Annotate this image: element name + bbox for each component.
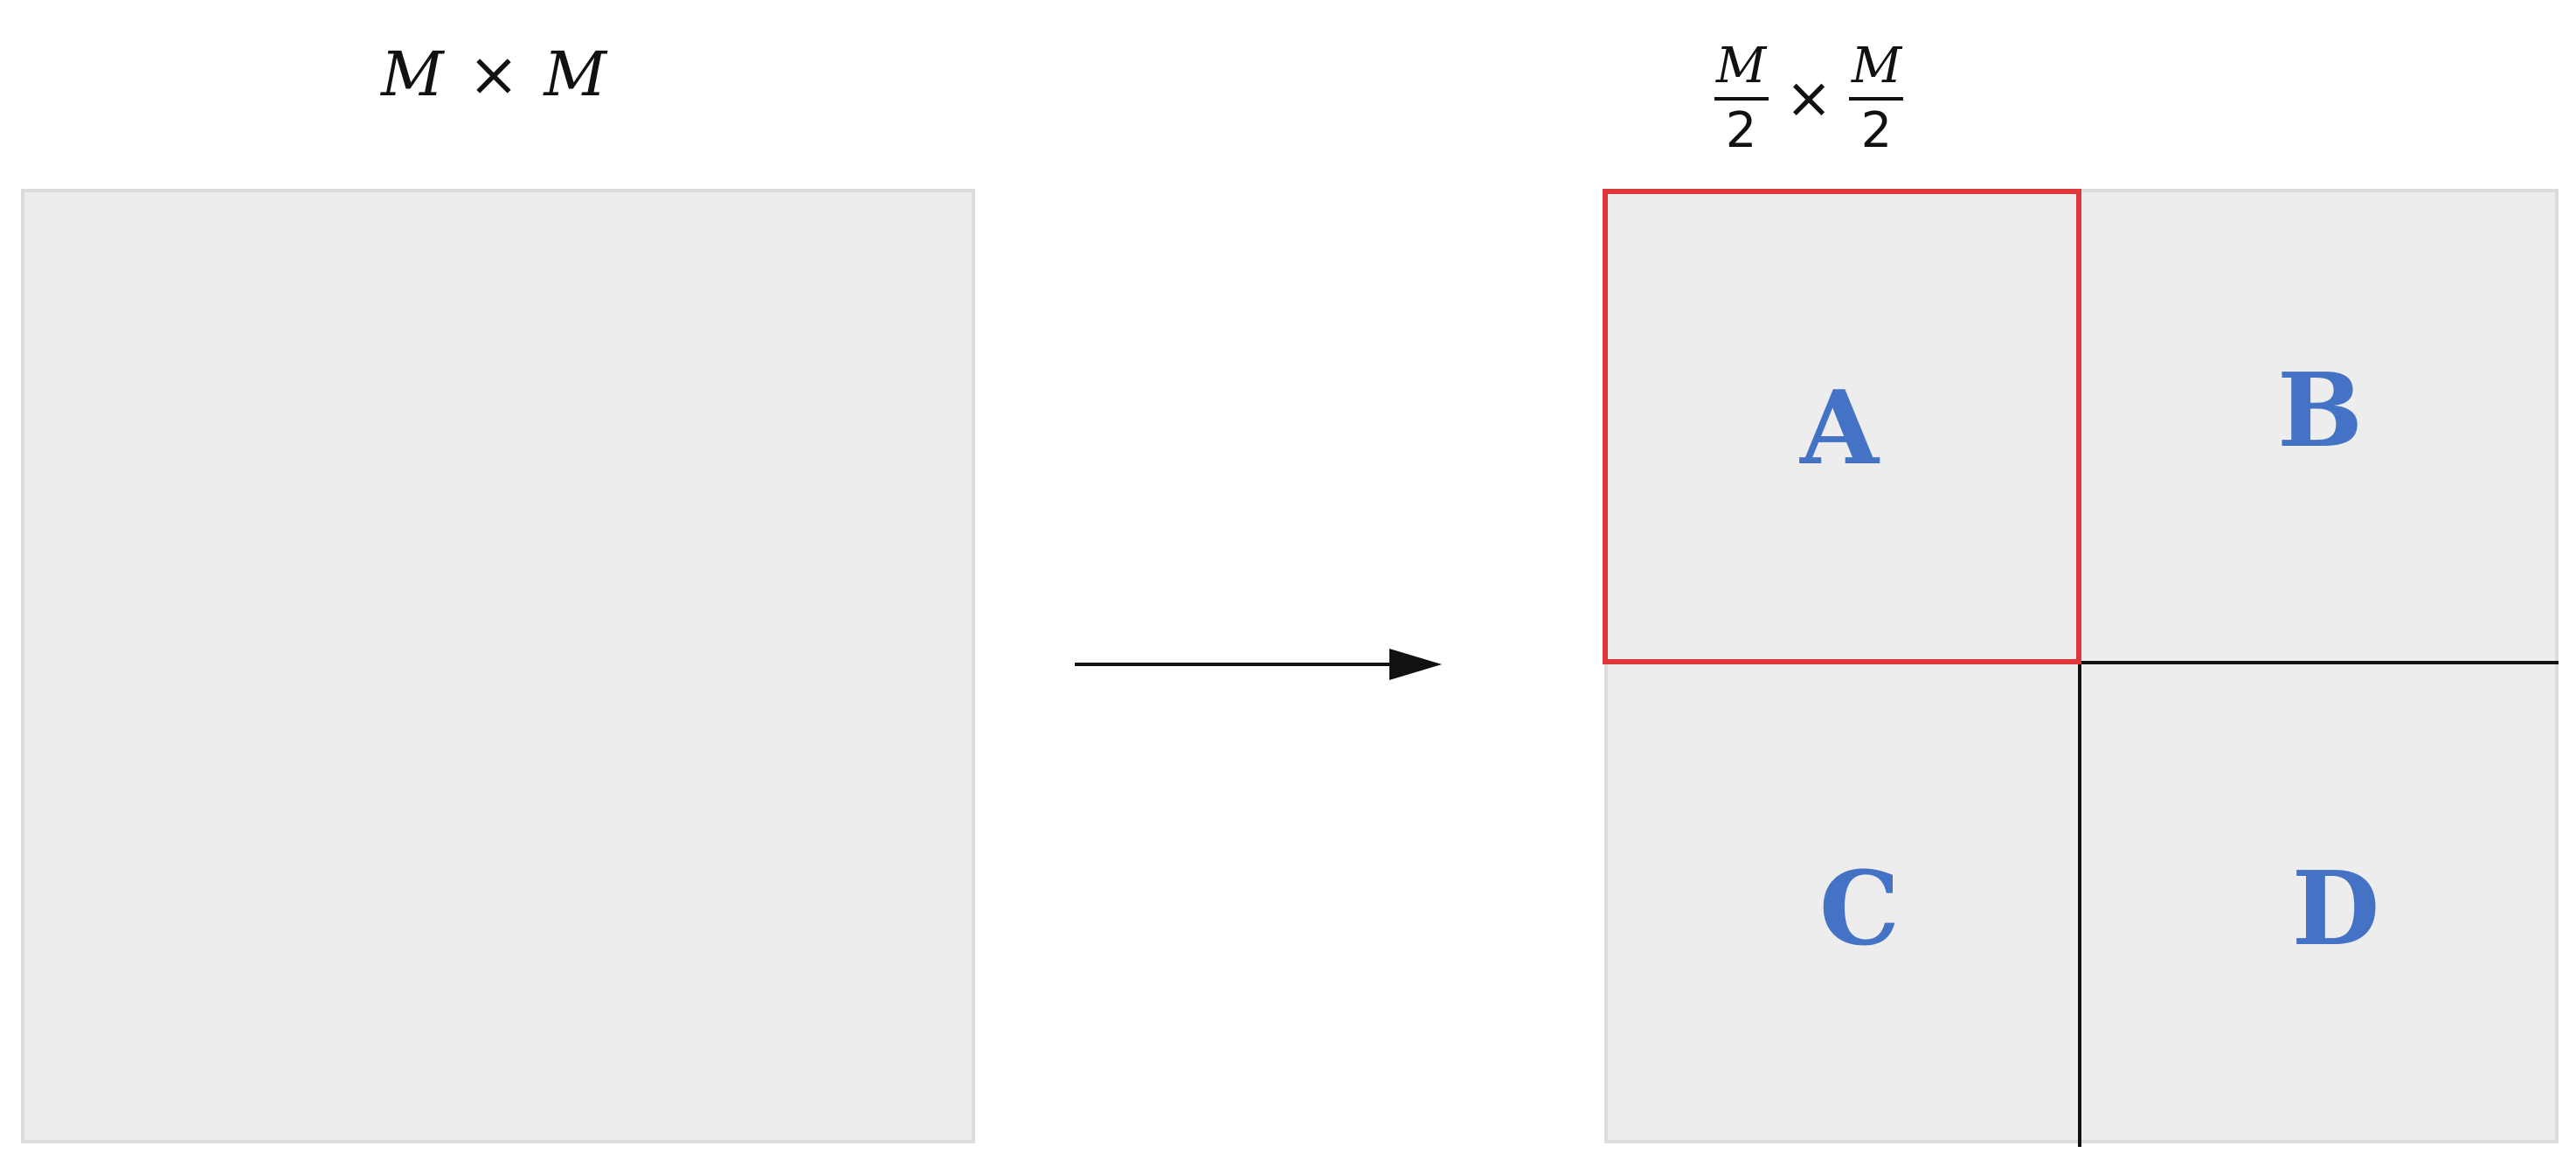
fraction-bar	[1714, 97, 1769, 101]
matrix-size-cols: M	[544, 38, 607, 110]
matrix-size-label: M × M	[358, 35, 629, 114]
partitioned-matrix	[1604, 189, 2559, 1143]
quadrant-a-label: A	[1799, 369, 1879, 488]
horizontal-divider	[1604, 661, 2559, 664]
matrix-size-times: ×	[467, 38, 520, 110]
quadrant-b-label: B	[2276, 351, 2364, 470]
submatrix-size-times: ×	[1785, 66, 1832, 131]
quadrant-a-highlight	[1603, 189, 2081, 664]
fraction-denominator: 2	[1725, 102, 1757, 159]
quadrant-c-label: C	[1818, 850, 1901, 969]
fraction-numerator: M	[1851, 38, 1902, 95]
fraction-denominator: 2	[1860, 102, 1893, 159]
submatrix-size-label: M 2 × M 2	[1686, 24, 1931, 173]
quadrant-d-label: D	[2291, 850, 2380, 969]
partition-arrow	[1075, 649, 1442, 680]
fraction-bar	[1849, 97, 1904, 101]
fraction-numerator: M	[1715, 38, 1767, 95]
arrow-head	[1389, 649, 1442, 680]
matrix-size-rows: M	[380, 38, 444, 110]
submatrix-cols-fraction: M 2	[1848, 39, 1905, 157]
submatrix-rows-fraction: M 2	[1713, 39, 1769, 157]
original-matrix	[21, 189, 975, 1143]
vertical-divider	[2078, 189, 2081, 1147]
